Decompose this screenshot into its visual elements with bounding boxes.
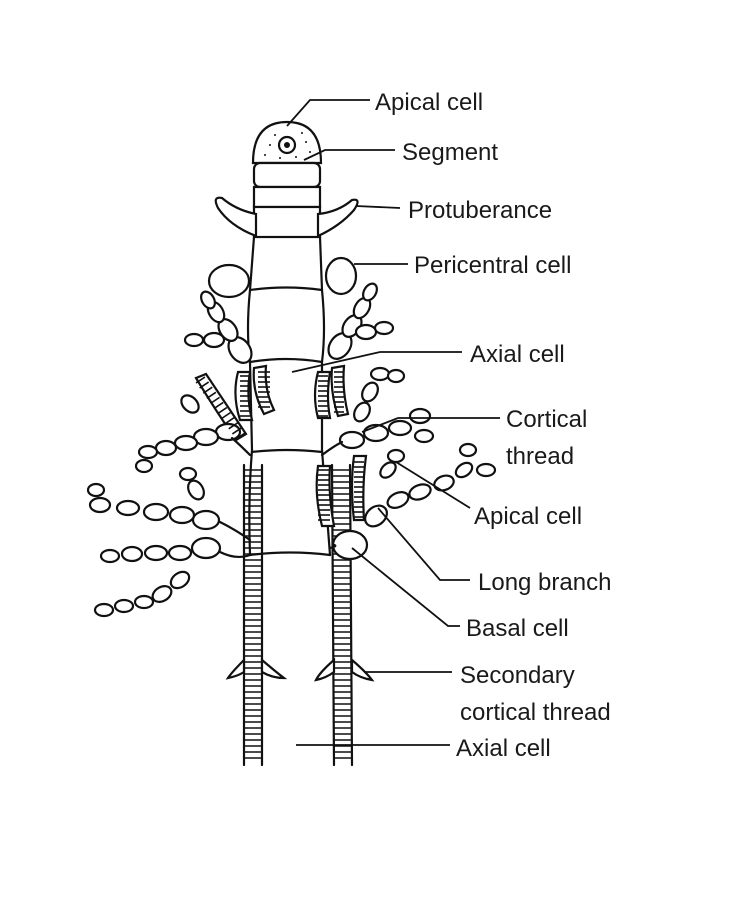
cortical-rung	[228, 422, 239, 430]
cortical-hatching	[195, 371, 364, 521]
cortical-rung	[202, 386, 213, 394]
cortical-rung	[213, 401, 224, 410]
label-pericentral-cell: Pericentral cell	[414, 252, 571, 279]
pericentral-cells	[207, 256, 358, 299]
cortical-rung	[195, 376, 206, 384]
apical-dome	[251, 120, 323, 165]
label-secondary-2: cortical thread	[460, 699, 611, 726]
label-axial-cell-lower: Axial cell	[456, 735, 551, 762]
segments	[252, 161, 322, 239]
label-secondary-1: Secondary	[460, 662, 575, 689]
cortical-threads	[194, 364, 368, 528]
branches-left	[86, 290, 253, 618]
lower-filaments	[225, 463, 375, 767]
label-segment: Segment	[402, 139, 498, 166]
label-apical-cell-top: Apical cell	[375, 89, 483, 116]
cortical-rung	[221, 411, 231, 420]
label-basal-cell: Basal cell	[466, 615, 569, 642]
label-axial-cell-upper: Axial cell	[470, 341, 565, 368]
cortical-rung	[224, 417, 235, 425]
label-apical-cell-branch: Apical cell	[474, 503, 582, 530]
cortical-rung	[206, 391, 217, 399]
label-cortical-thread-1: Cortical	[506, 406, 587, 433]
cortical-rung	[235, 432, 246, 440]
protuberances	[214, 196, 359, 238]
label-protuberance: Protuberance	[408, 197, 552, 224]
leader-lines	[286, 99, 500, 746]
cortical-rung	[217, 406, 228, 415]
label-cortical-thread-2: thread	[506, 443, 574, 470]
cortical-rung	[199, 381, 210, 389]
cortical-rung	[210, 396, 220, 405]
cortical-rung	[231, 427, 242, 435]
label-long-branch: Long branch	[478, 569, 611, 596]
